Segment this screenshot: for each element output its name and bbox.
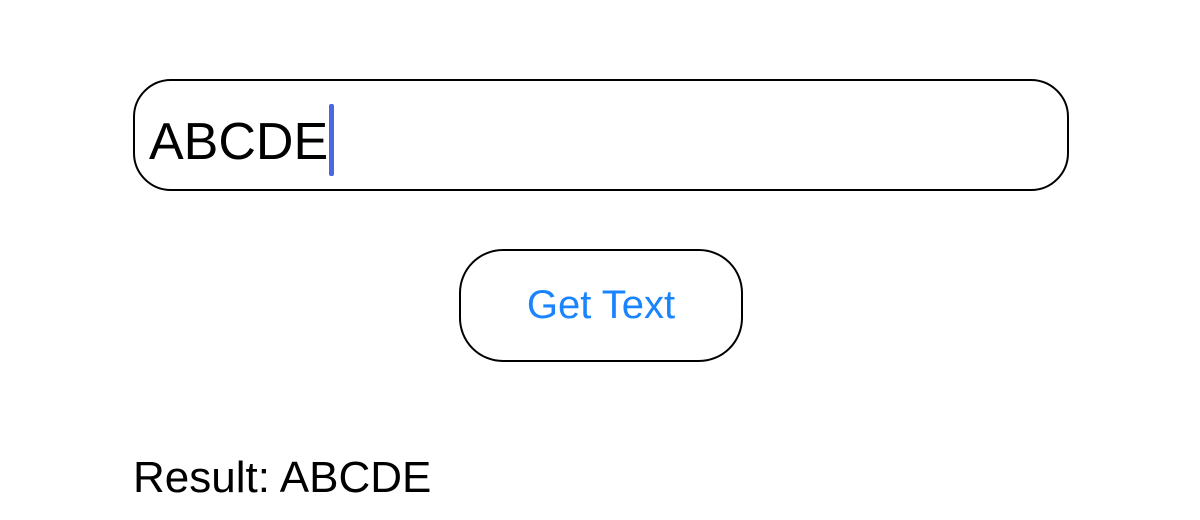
- result-value: ABCDE: [279, 453, 432, 502]
- text-caret: [329, 104, 335, 176]
- get-text-button[interactable]: Get Text: [459, 249, 743, 362]
- text-input-value-container: ABCDE: [149, 104, 335, 176]
- result-text: Result: ABCDE: [133, 451, 431, 505]
- text-input-value: ABCDE: [149, 113, 329, 171]
- result-label: Result:: [133, 453, 270, 502]
- text-input-field[interactable]: ABCDE: [133, 79, 1069, 191]
- get-text-button-label: Get Text: [526, 283, 676, 327]
